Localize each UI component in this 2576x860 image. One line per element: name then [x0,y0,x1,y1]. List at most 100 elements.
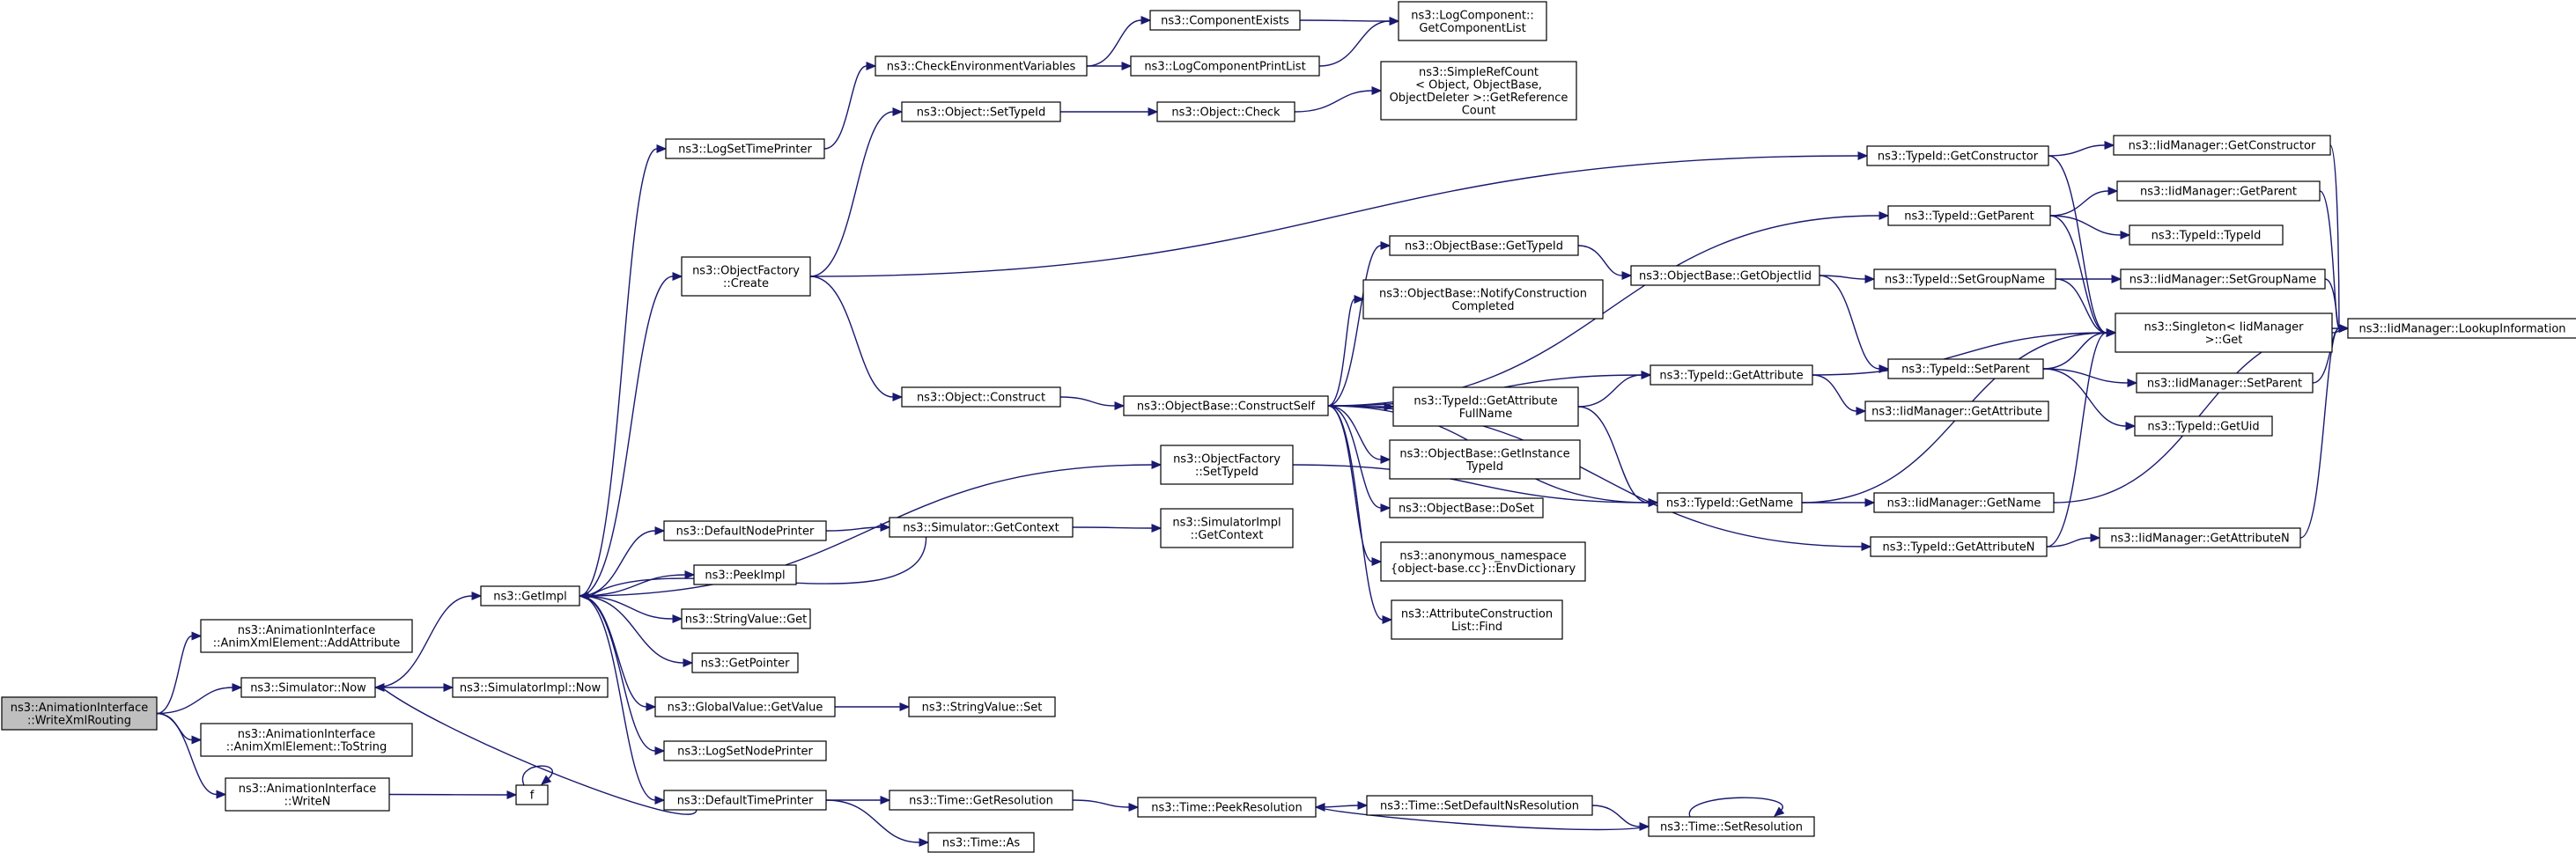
graph-node-objcheck[interactable]: ns3::Object::Check [1156,101,1295,122]
graph-node-objbasegetobjectiid[interactable]: ns3::ObjectBase::GetObjectIid [1630,265,1820,286]
node-label-line: TypeId [1465,460,1503,474]
graph-node-typeidgetattrn[interactable]: ns3::TypeId::GetAttributeN [1870,536,2048,557]
graph-node-deftimeprinter[interactable]: ns3::DefaultTimePrinter [663,790,827,811]
edge-objbaseconstructself-to-objbasegetinstance [1327,405,1391,464]
node-box [200,619,413,653]
graph-node-objconstruct[interactable]: ns3::Object::Construct [901,386,1061,408]
node-box [875,55,1088,77]
graph-node-getpointer[interactable]: ns3::GetPointer [691,652,799,673]
graph-node-objbaseconstructself[interactable]: ns3::ObjectBase::ConstructSelf [1123,395,1329,416]
graph-node-iidgetattrn[interactable]: ns3::IidManager::GetAttributeN [2099,527,2301,548]
graph-node-logsetnode[interactable]: ns3::LogSetNodePrinter [663,740,827,761]
graph-node-f[interactable]: f [515,784,549,805]
node-label-line: ns3::ObjectBase::GetTypeId [1405,240,1563,254]
graph-node-simimplgetcontext[interactable]: ns3::SimulatorImpl::GetContext [1160,508,1294,548]
graph-node-iidsetparent[interactable]: ns3::IidManager::SetParent [2136,372,2314,393]
graph-node-objsettypeid[interactable]: ns3::Object::SetTypeId [901,101,1061,122]
graph-node-iidgetname[interactable]: ns3::IidManager::GetName [1873,492,2055,513]
graph-node-iidgetconstructor[interactable]: ns3::IidManager::GetConstructor [2113,135,2331,156]
graph-node-timeas[interactable]: ns3::Time::As [927,832,1035,853]
graph-node-logcompprint[interactable]: ns3::LogComponentPrintList [1130,55,1320,77]
graph-node-checkenv[interactable]: ns3::CheckEnvironmentVariables [875,55,1088,77]
graph-node-globalget[interactable]: ns3::GlobalValue::GetValue [654,696,836,717]
edge-objbasegetobjectiid-to-typeidsetparent [1819,275,1890,373]
graph-node-objbasenotify[interactable]: ns3::ObjectBase::NotifyConstructionCompl… [1362,279,1604,320]
graph-node-simimplnow[interactable]: ns3::SimulatorImpl::Now [452,677,609,698]
edge-arrowhead [471,592,483,600]
edge-arrowhead [2106,328,2117,337]
node-label-line: ns3::PeekImpl [705,570,785,583]
edge-objconstruct-to-objbaseconstructself [1059,396,1126,410]
graph-node-iidlookup[interactable]: ns3::IidManager::LookupInformation [2347,318,2576,339]
graph-node-root[interactable]: ns3::AnimationInterface::WriteXmlRouting [1,696,158,731]
graph-node-getcomplist[interactable]: ns3::LogComponent::GetComponentList [1398,1,1547,41]
graph-node-strvalget[interactable]: ns3::StringValue::Get [681,608,811,629]
node-box [1392,386,1579,427]
edge-line [1327,245,1382,407]
node-label-line: ns3::Time::SetDefaultNsResolution [1380,800,1579,813]
graph-node-logsettime[interactable]: ns3::LogSetTimePrinter [665,138,825,159]
graph-node-simnow[interactable]: ns3::Simulator::Now [240,677,376,698]
graph-node-typeidtypeid[interactable]: ns3::TypeId::TypeId [2129,224,2284,246]
node-label-line: ns3::TypeId::GetUid [2147,421,2259,434]
graph-node-writen[interactable]: ns3::AnimationInterface::WriteN [225,777,390,812]
edge-simnow-to-simimplnow [375,683,454,692]
graph-node-timegetres[interactable]: ns3::Time::GetResolution [889,790,1074,811]
graph-node-objfactsettypeid[interactable]: ns3::ObjectFactory::SetTypeId [1160,445,1294,485]
node-label-line: ns3::ObjectFactory [1173,452,1281,466]
edge-deftimeprinter-to-timeas [825,799,930,847]
graph-node-singletonget[interactable]: ns3::Singleton< IidManager>::Get [2115,312,2333,353]
node-box [1,696,158,731]
graph-node-peekimpl[interactable]: ns3::PeekImpl [693,564,797,585]
graph-node-simgetcontext[interactable]: ns3::Simulator::GetContext [889,517,1074,538]
graph-node-anonenvdict[interactable]: ns3::anonymous_namespace{object-base.cc}… [1380,541,1586,582]
graph-node-iidgetattribute[interactable]: ns3::IidManager::GetAttribute [1864,401,2049,422]
node-label-line: Count [1462,104,1496,117]
edge-objsettypeid-to-objcheck [1060,107,1159,116]
node-label-line: ns3::DefaultTimePrinter [677,795,814,808]
graph-node-addattr[interactable]: ns3::AnimationInterface::AnimXmlElement:… [200,619,413,653]
edge-arrowhead [1856,407,1867,415]
graph-node-typeidgetuid[interactable]: ns3::TypeId::GetUid [2134,415,2273,437]
edge-line [1327,298,1355,407]
graph-node-typeidgetconstructor[interactable]: ns3::TypeId::GetConstructor [1866,145,2049,166]
graph-node-typeidsetparent[interactable]: ns3::TypeId::SetParent [1887,358,2044,379]
edge-line [2049,190,2109,217]
node-label-line: ::WriteXmlRouting [27,714,131,727]
node-label-line: ns3::TypeId::GetName [1666,497,1793,511]
graph-node-defnodeprinter[interactable]: ns3::DefaultNodePrinter [663,520,827,541]
graph-node-getimpl[interactable]: ns3::GetImpl [480,585,580,606]
graph-node-iidsetgroupname[interactable]: ns3::IidManager::SetGroupName [2120,268,2326,290]
graph-node-typeidgetname[interactable]: ns3::TypeId::GetName [1657,492,1803,513]
edge-arrowhead [1857,151,1869,160]
graph-node-timesetres[interactable]: ns3::Time::SetResolution [1648,816,1815,837]
graph-node-typeidgetparent[interactable]: ns3::TypeId::GetParent [1887,205,2051,226]
graph-node-typeidgetattr[interactable]: ns3::TypeId::GetAttribute [1650,364,1813,386]
graph-node-objfactcreate[interactable]: ns3::ObjectFactory::Create [681,256,811,297]
node-label-line: ns3::AnimationInterface [238,728,376,741]
edge-arrowhead [1121,62,1133,70]
edge-arrowhead [2107,187,2119,195]
edge-line [1819,275,1880,370]
graph-node-strvalset[interactable]: ns3::StringValue::Set [908,696,1056,717]
node-box [1887,358,2044,379]
edge-arrowhead [899,702,911,711]
graph-node-objbasegettypeid[interactable]: ns3::ObjectBase::GetTypeId [1389,235,1579,256]
node-box [693,564,797,585]
edge-line [825,526,882,532]
graph-node-compexists[interactable]: ns3::ComponentExists [1149,10,1301,31]
graph-node-simplerefcount[interactable]: ns3::SimpleRefCount< Object, ObjectBase,… [1380,61,1577,121]
graph-node-tostring[interactable]: ns3::AnimationInterface::AnimXmlElement:… [200,723,413,757]
node-label-line: ns3::GetPointer [701,658,790,671]
graph-node-iidgetparent[interactable]: ns3::IidManager::GetParent [2116,180,2321,202]
graph-node-objbasedoset[interactable]: ns3::ObjectBase::DoSet [1389,497,1544,518]
node-label-line: ns3::Time::SetResolution [1660,821,1803,834]
graph-node-timepeekres[interactable]: ns3::Time::PeekResolution [1137,797,1317,818]
graph-node-typeidsetgroupname[interactable]: ns3::TypeId::SetGroupName [1873,268,2056,290]
edge-line [1812,332,2107,376]
graph-node-timesetdefns[interactable]: ns3::Time::SetDefaultNsResolution [1366,795,1593,816]
edge-singletonget-to-iidlookup [2331,324,2350,334]
